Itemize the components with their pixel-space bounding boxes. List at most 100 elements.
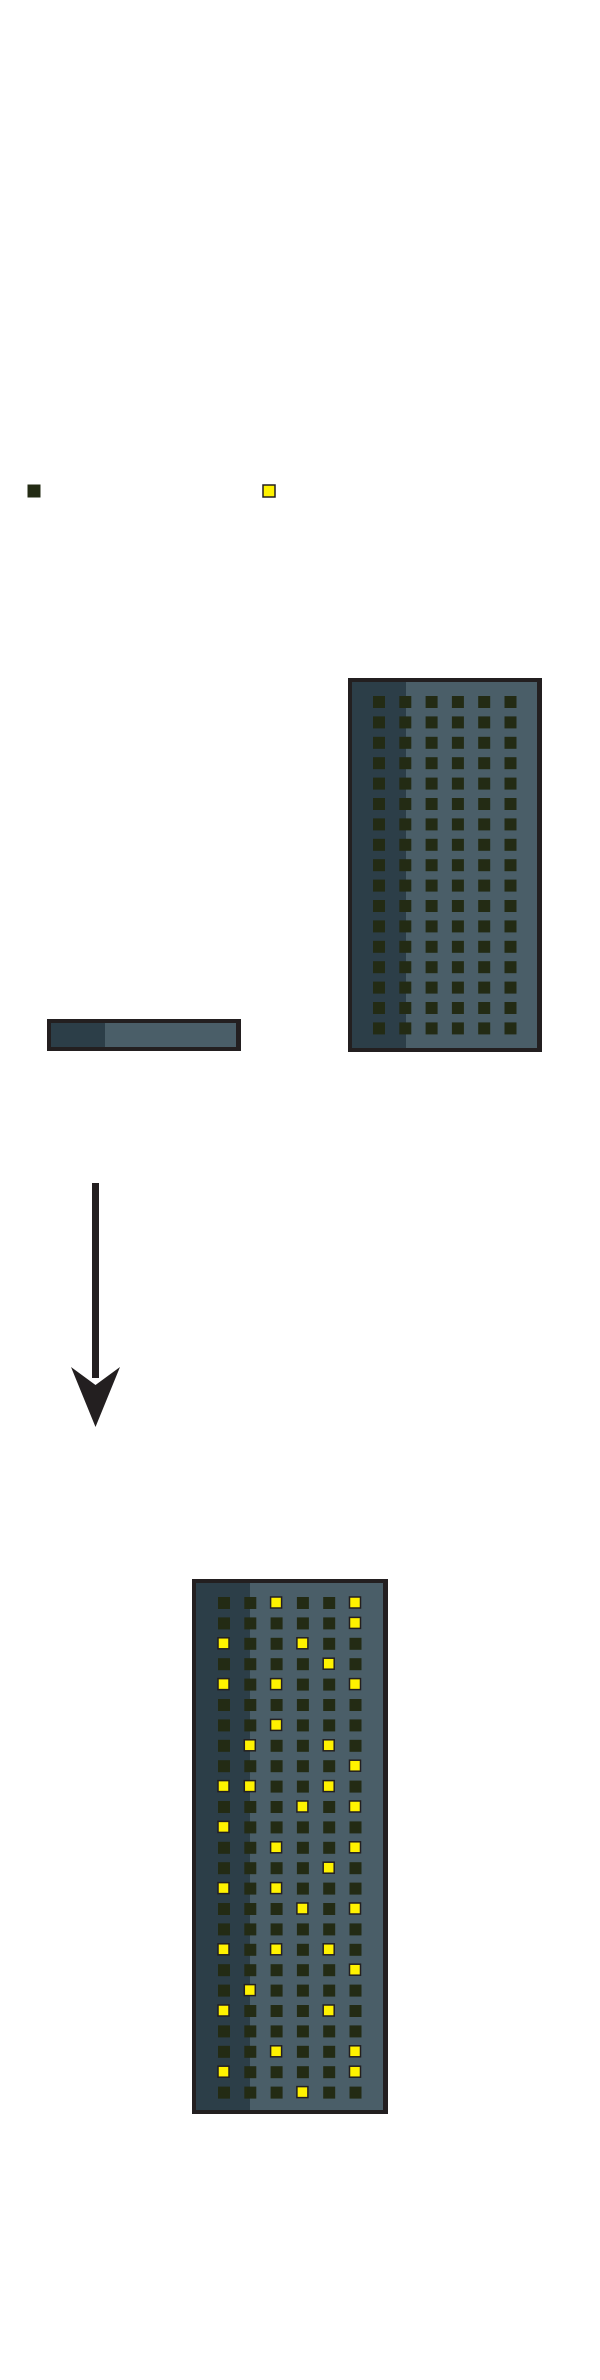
window-off xyxy=(399,818,412,831)
window-lit xyxy=(348,1677,362,1691)
window-off xyxy=(399,736,412,749)
window-off xyxy=(218,2086,230,2099)
window-off xyxy=(425,981,438,994)
window-off xyxy=(218,1699,230,1711)
window-off xyxy=(349,2086,362,2099)
window-off xyxy=(296,1923,309,1936)
window-off xyxy=(451,696,464,708)
window-lit xyxy=(348,1596,362,1609)
window-off xyxy=(349,1862,362,1875)
window-off xyxy=(373,961,385,974)
window-off xyxy=(323,1637,336,1650)
window-off xyxy=(296,1984,309,1997)
window-off xyxy=(270,1862,283,1875)
window-off xyxy=(478,961,491,974)
window-off xyxy=(323,1699,336,1711)
window-off xyxy=(244,2066,257,2079)
window-off xyxy=(399,798,412,810)
window-off xyxy=(451,961,464,974)
window-off xyxy=(270,2086,283,2099)
window-off xyxy=(323,1678,336,1691)
window-off xyxy=(399,716,412,729)
window-off xyxy=(451,1022,464,1035)
window-off xyxy=(218,1597,230,1609)
window-off xyxy=(399,1022,412,1035)
window-off xyxy=(323,1760,336,1773)
window-off xyxy=(296,1862,309,1875)
window-off xyxy=(451,777,464,790)
window-off xyxy=(425,859,438,872)
window-off xyxy=(323,2066,336,2079)
window-off xyxy=(399,859,412,872)
window-off xyxy=(478,1002,491,1014)
window-off xyxy=(373,696,385,708)
window-off xyxy=(451,940,464,953)
window-off xyxy=(373,981,385,994)
window-lit xyxy=(348,1759,362,1772)
down-arrow-icon xyxy=(71,1183,120,1427)
window-off xyxy=(425,940,438,953)
window-off xyxy=(451,1002,464,1014)
window-off xyxy=(373,818,385,831)
window-off xyxy=(270,1760,283,1773)
window-off xyxy=(244,2045,257,2058)
window-off xyxy=(451,981,464,994)
window-lit xyxy=(348,1841,362,1854)
window-off xyxy=(399,879,412,892)
building-all-windows-off-icon xyxy=(348,678,542,1052)
window-off xyxy=(218,1739,230,1752)
window-off xyxy=(373,736,385,749)
window-off xyxy=(323,2045,336,2058)
window-lit xyxy=(243,1739,257,1752)
window-lit xyxy=(243,1983,257,1997)
window-off xyxy=(425,818,438,831)
window-off xyxy=(504,818,517,831)
window-off xyxy=(349,1699,362,1711)
window-off xyxy=(504,736,517,749)
window-off xyxy=(349,1739,362,1752)
window-off xyxy=(504,961,517,974)
window-lit xyxy=(296,2085,309,2099)
window-off xyxy=(373,798,385,810)
window-off xyxy=(270,2005,283,2017)
window-off xyxy=(270,1923,283,1936)
window-off xyxy=(399,900,412,912)
window-off xyxy=(349,2005,362,2017)
window-off xyxy=(478,1022,491,1035)
window-off xyxy=(349,1821,362,1834)
window-off xyxy=(425,1002,438,1014)
window-off xyxy=(451,798,464,810)
window-off xyxy=(244,1678,257,1691)
window-off xyxy=(323,1923,336,1936)
window-off xyxy=(296,2005,309,2017)
window-off xyxy=(451,818,464,831)
window-off xyxy=(478,736,491,749)
window-off xyxy=(218,2025,230,2038)
window-off xyxy=(270,1699,283,1711)
window-off xyxy=(451,920,464,933)
window-off xyxy=(425,798,438,810)
window-off xyxy=(270,2025,283,2038)
window-off xyxy=(270,1637,283,1650)
window-lit xyxy=(322,2004,335,2017)
window-lit xyxy=(217,1881,230,1895)
window-off xyxy=(323,1719,336,1732)
window-off xyxy=(349,1719,362,1732)
window-off xyxy=(244,1821,257,1834)
window-off xyxy=(373,1022,385,1035)
window-off xyxy=(349,1943,362,1956)
window-off xyxy=(425,838,438,851)
lit-building-windows xyxy=(217,1596,362,2099)
window-off xyxy=(244,1801,257,1813)
window-off xyxy=(296,1760,309,1773)
window-off xyxy=(478,838,491,851)
window-off xyxy=(399,696,412,708)
window-lit xyxy=(217,2065,230,2078)
window-off xyxy=(399,757,412,770)
window-lit xyxy=(322,1657,335,1670)
window-off xyxy=(425,736,438,749)
window-lit xyxy=(348,1800,362,1813)
window-off xyxy=(218,2045,230,2058)
window-off xyxy=(451,757,464,770)
window-off xyxy=(270,1903,283,1915)
